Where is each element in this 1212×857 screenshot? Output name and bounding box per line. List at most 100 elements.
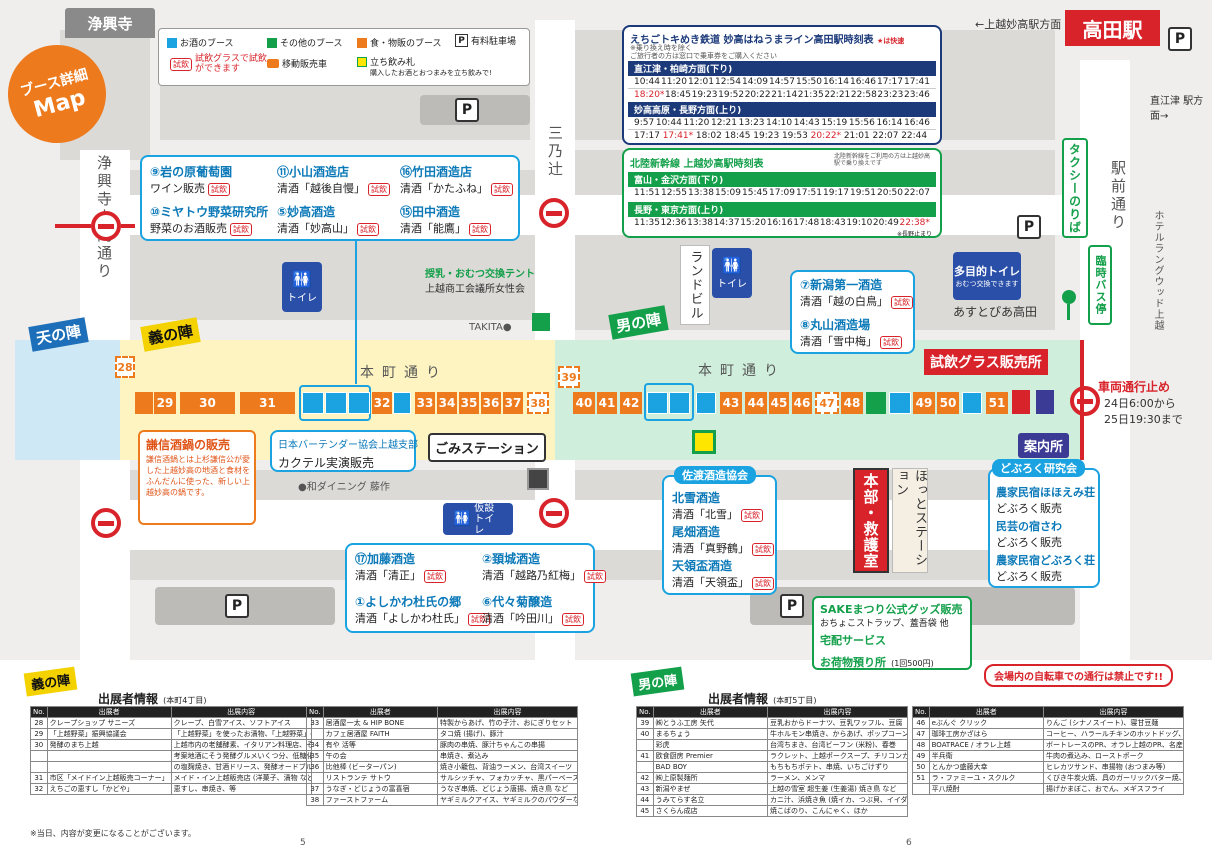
sake-booth[interactable] — [889, 392, 911, 414]
booth-46[interactable]: 46 — [792, 392, 812, 414]
direction-naoetsu: 直江津 駅方面→ — [1150, 96, 1204, 122]
timetable-time: 20:22* — [810, 131, 842, 141]
timetable-time: 19:53 — [781, 131, 808, 141]
table-cell — [46, 750, 172, 762]
table-row: の塩麹焼き、甘酒ドリース、発酵オードブル など — [30, 761, 312, 773]
table-cell: 発酵のまち上越 — [46, 739, 172, 751]
timetable-time: 18:45 — [724, 131, 751, 141]
timetable-time: 11:20 — [661, 77, 687, 87]
standing-drink-booth[interactable] — [692, 430, 716, 454]
booth-small[interactable] — [135, 392, 153, 414]
table-cell — [46, 761, 172, 773]
callout-cell: ⑤妙高酒造 清酒「妙高山」試飲 — [277, 203, 379, 236]
legend-sake: お酒のブース — [167, 36, 234, 49]
table-cell: メイド・イン上越販売店 (洋菓子、漬物 など) — [170, 772, 312, 784]
callout-top-left: ⑨岩の原葡萄園 ワイン販売試飲 ⑪小山酒造店 清酒「越後自慢」試飲 ⑯竹田酒造店… — [140, 155, 520, 241]
booth-32[interactable]: 32 — [372, 392, 392, 414]
timetable-time: 16:46 — [850, 77, 876, 87]
sake-booth[interactable] — [325, 392, 347, 414]
booth-34[interactable]: 34 — [437, 392, 457, 414]
table-header: 出展者 — [928, 706, 1045, 718]
street-label-ekimae: 駅前通り — [1109, 160, 1127, 232]
exhibitor-title-right: 出展者情報 (本町5丁目) — [708, 692, 817, 706]
booth-43[interactable]: 43 — [720, 392, 742, 414]
timetable-time: 17:41 — [904, 77, 930, 87]
table-cell: タコ焼 (揚げ)、豚汁 — [437, 728, 578, 740]
booth-30[interactable]: 30 — [180, 392, 235, 414]
table-cell: 上越市内の老舗酵素、イタリアン料理店、そして高校生が — [170, 739, 312, 751]
timetable-time: 22:38* — [899, 218, 930, 228]
no-entry-icon — [91, 508, 121, 538]
callout-cell: 民芸の宿さわ どぶろく販売 — [996, 520, 1062, 549]
tasting-glass-booth[interactable] — [1012, 390, 1030, 414]
timetable-time: 11:35 — [634, 218, 660, 228]
timetable-time: 11:20 — [683, 118, 710, 128]
table-cell: サルシッチャ、フォカッチャ、黒パーベーストのブルスケッタ — [437, 772, 578, 784]
sake-swatch-icon — [167, 37, 177, 48]
table-row: 考案地酒にそう発酵グルメいくつ分、低糖化酒鍋、イカ — [30, 750, 312, 762]
booth-48[interactable]: 48 — [841, 392, 863, 414]
booth-37[interactable]: 37 — [503, 392, 523, 414]
timetable-echigo: えちごトキめき鉄道 妙高はねうまライン高田駅時刻表 ★は快速 ※乗り換え時を除く… — [622, 25, 942, 145]
page-number-left: 5 — [300, 838, 306, 848]
hotel-label: ホテルラングウッド上越 — [1152, 210, 1163, 331]
sake-booth[interactable] — [669, 392, 690, 414]
booth-42[interactable]: 42 — [620, 392, 642, 414]
gomi-station-label: ごみステーション — [428, 433, 546, 462]
traffic-stop-line — [1080, 340, 1084, 460]
sake-booth[interactable] — [647, 392, 668, 414]
sake-booth[interactable] — [348, 392, 370, 414]
other-booth-goods[interactable] — [866, 392, 886, 414]
sake-booth[interactable] — [696, 392, 716, 414]
tasting-badge-icon: 試飲 — [741, 508, 763, 522]
booth-44[interactable]: 44 — [745, 392, 767, 414]
timetable-time: 21:14 — [771, 90, 798, 100]
table-cell: 「上越野菜」振興協議会 — [46, 728, 172, 740]
table-cell: 半兵衛 — [928, 750, 1045, 762]
booth-47[interactable]: 47 — [815, 392, 839, 414]
timetable-time: 15:56 — [848, 118, 875, 128]
sake-booth[interactable] — [302, 392, 324, 414]
no-entry-line — [55, 224, 91, 228]
booth-35[interactable]: 35 — [459, 392, 479, 414]
booth-31[interactable]: 31 — [240, 392, 295, 414]
booth-29[interactable]: 29 — [154, 392, 176, 414]
honbu-label: 本部・救護室 — [853, 468, 889, 573]
tasting-badge-icon: 試飲 — [368, 182, 390, 196]
booth-51[interactable]: 51 — [986, 392, 1008, 414]
sake-group-right — [644, 383, 694, 421]
sake-booth-bartender[interactable] — [393, 392, 411, 414]
booth-36[interactable]: 36 — [481, 392, 501, 414]
booth-28[interactable]: 28 — [115, 356, 135, 378]
timetable-time: 18:02 — [695, 131, 722, 141]
timetable-time: 18:43 — [819, 218, 846, 228]
table-cell: 彩虎 — [652, 739, 769, 751]
booth-39[interactable]: 39 — [558, 366, 580, 388]
table-row: 彩虎台湾ちまき、台湾ビーフン (米粉)、春巻 — [636, 739, 908, 751]
timetable-time: 14:57 — [769, 77, 795, 87]
table-cell: カニ汁、浜焼き魚 (焼イカ、つぶ貝、イイダコ) — [767, 794, 908, 806]
booth-50[interactable]: 50 — [937, 392, 959, 414]
table-row: 39㈱とうふ工房 矢代豆乳おからドーナツ、豆乳ワッフル、豆腐 — [636, 717, 908, 729]
sake-booth-doburoku[interactable] — [962, 392, 982, 414]
booth-38[interactable]: 38 — [527, 392, 549, 414]
info-booth[interactable] — [1036, 390, 1054, 414]
table-cell: 46 — [912, 717, 930, 729]
booth-33[interactable]: 33 — [415, 392, 435, 414]
booth-40[interactable]: 40 — [573, 392, 595, 414]
randbill-label: ランドビル — [680, 245, 710, 325]
timetable-notes: ※乗り換え時を除く ご旅行者の方は窓口で乗車券をご購入ください — [630, 44, 777, 60]
booth-41[interactable]: 41 — [597, 392, 617, 414]
timetable-time: 18:45 — [665, 90, 691, 100]
booth-49[interactable]: 49 — [913, 392, 935, 414]
legend-tasting: 試飲 試飲グラスで試飲ができます — [167, 54, 275, 74]
booth-45[interactable]: 45 — [769, 392, 789, 414]
